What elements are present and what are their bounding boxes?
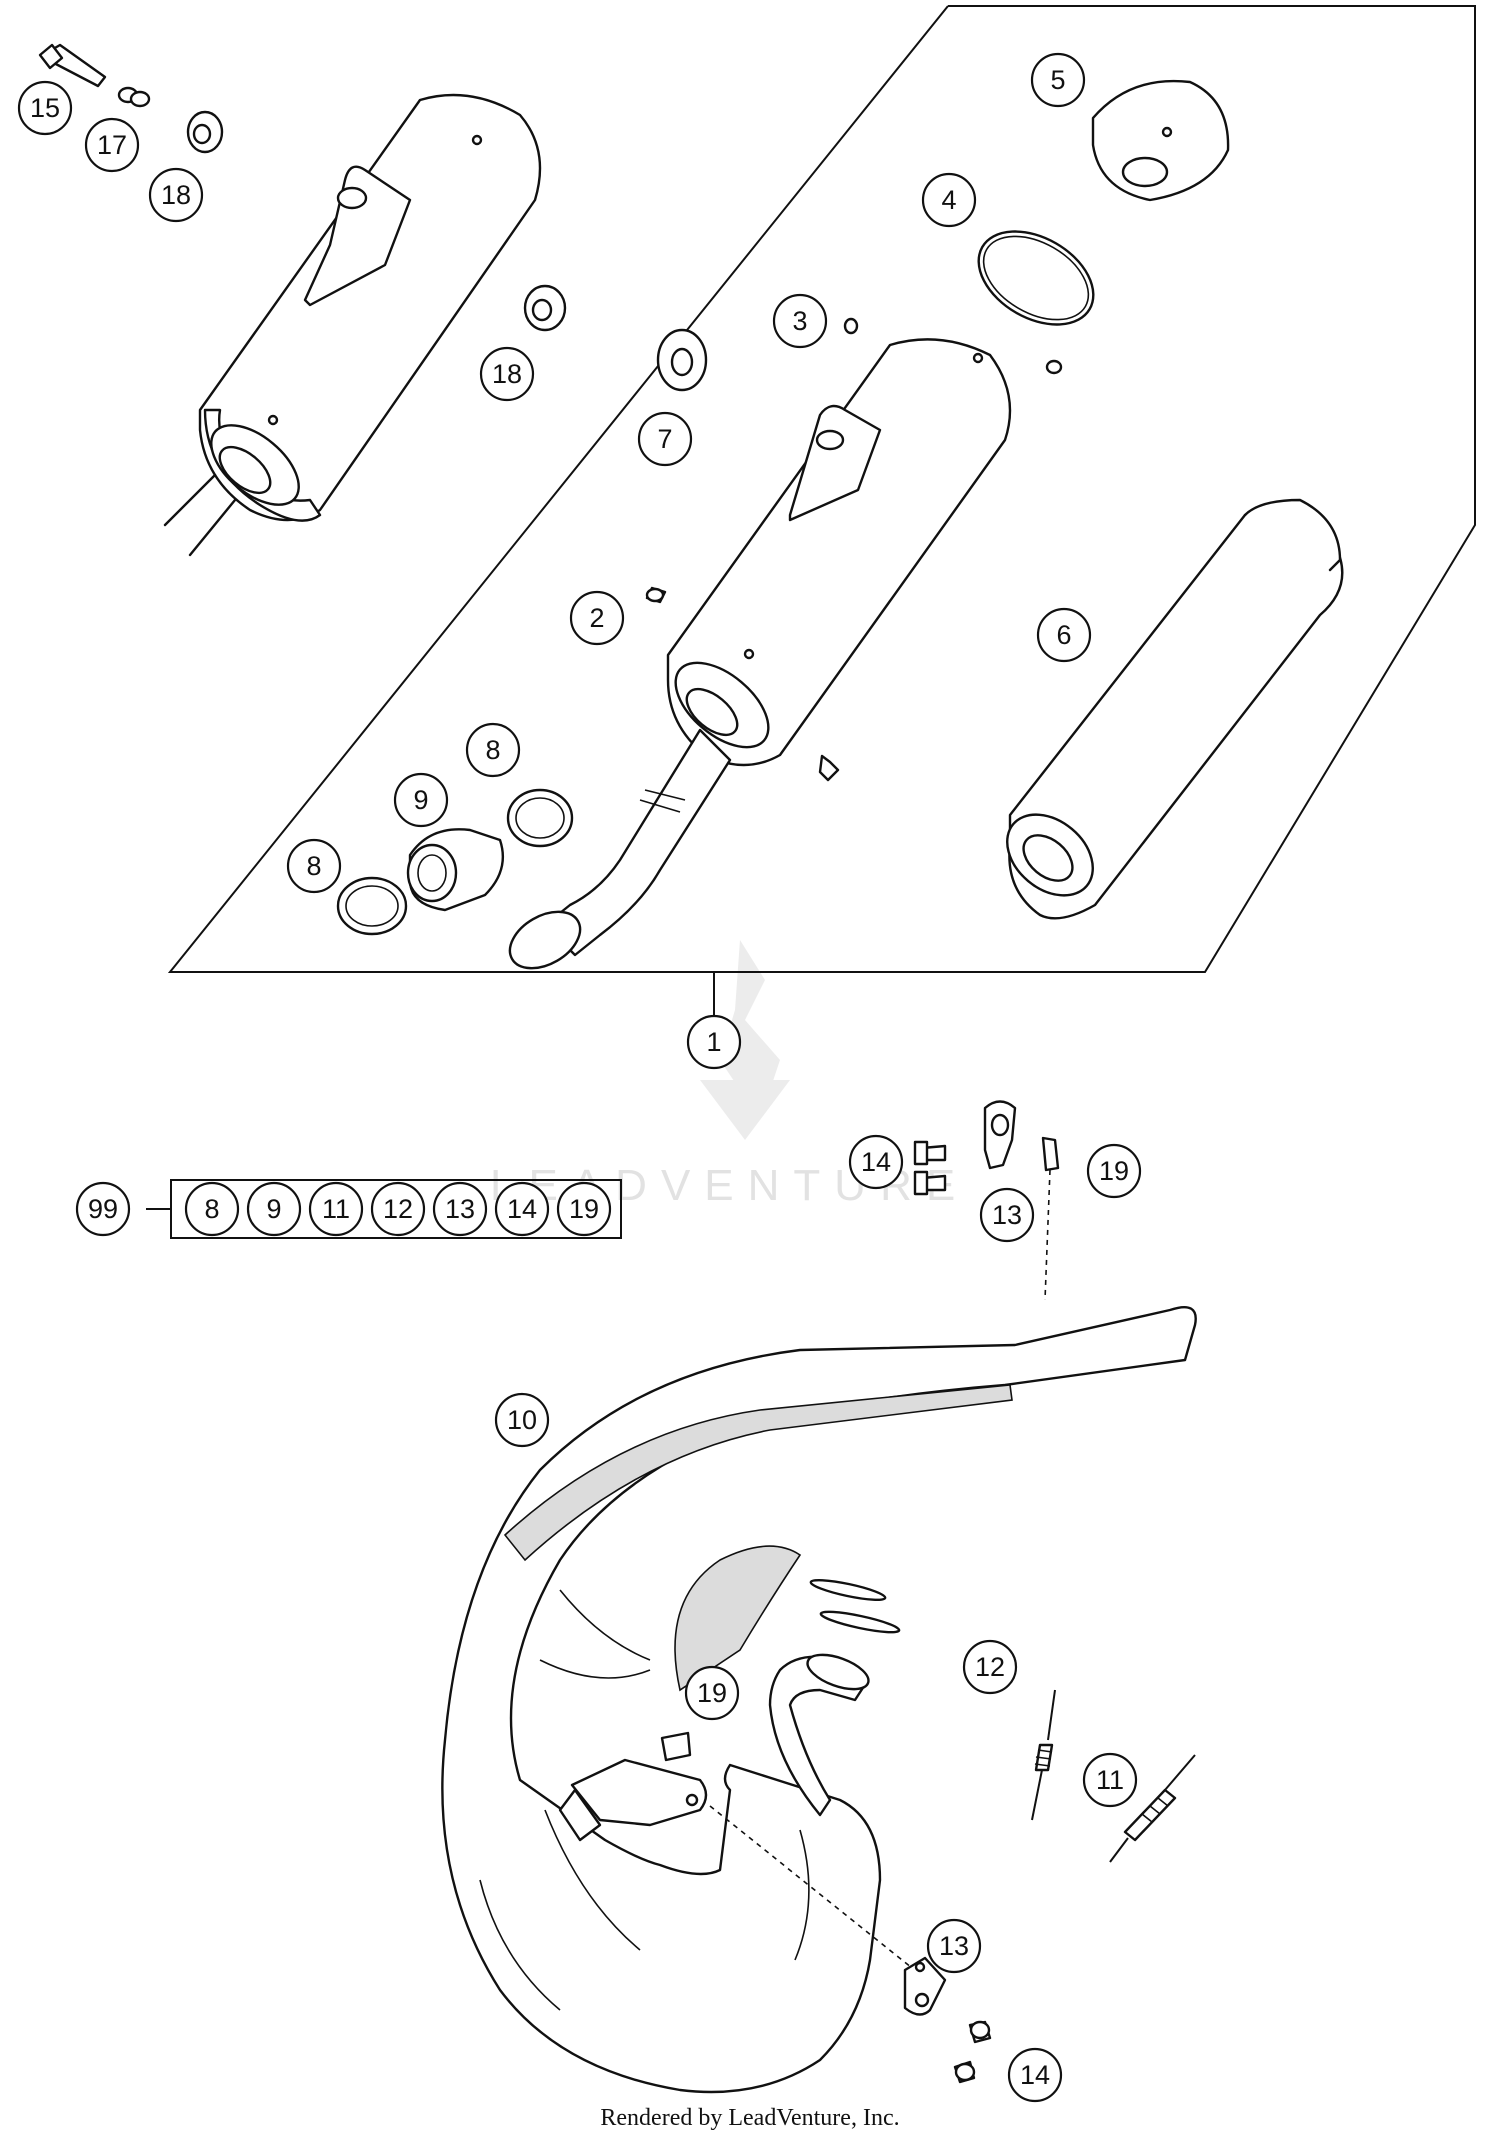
- svg-text:9: 9: [266, 1194, 281, 1224]
- end-cap-5: [1091, 79, 1230, 202]
- callout-18b: 18: [479, 346, 535, 402]
- spring-11-right: [1109, 1754, 1196, 1863]
- assembly-dash-upper: [1044, 1169, 1051, 1301]
- svg-text:19: 19: [697, 1678, 727, 1708]
- svg-text:13: 13: [445, 1194, 475, 1224]
- svg-text:14: 14: [507, 1194, 537, 1224]
- assembly-boundary: [167, 5, 1476, 973]
- callout-14a: 14: [848, 1134, 904, 1190]
- callout-17: 17: [84, 117, 140, 173]
- rivet-3: [818, 317, 1063, 782]
- svg-text:14: 14: [861, 1147, 891, 1177]
- bolt-14-lower: [953, 2020, 992, 2084]
- svg-text:1: 1: [706, 1027, 721, 1057]
- svg-text:5: 5: [1050, 65, 1065, 95]
- gasket-8-left: [336, 876, 408, 936]
- watermark-logo: [700, 940, 790, 1140]
- callout-1: 1: [686, 1014, 742, 1070]
- bolt-14-upper: [913, 1140, 947, 1196]
- assembly-dash-lower: [709, 1805, 913, 1969]
- svg-text:13: 13: [992, 1200, 1022, 1230]
- svg-text:18: 18: [492, 359, 522, 389]
- callout-19b: 19: [684, 1665, 740, 1721]
- kit-item: 19: [556, 1181, 612, 1237]
- callout-10: 10: [494, 1392, 550, 1448]
- svg-text:19: 19: [1099, 1156, 1129, 1186]
- svg-text:8: 8: [204, 1194, 219, 1224]
- svg-text:7: 7: [657, 424, 672, 454]
- o-ring-12: [809, 1578, 901, 1634]
- gasket-8-right: [506, 788, 574, 848]
- exhaust-pipe-10: [441, 1305, 1197, 2094]
- muffler-left: [163, 93, 542, 557]
- svg-text:11: 11: [322, 1194, 350, 1224]
- o-ring-4: [977, 230, 1095, 326]
- kit-item: 8: [184, 1181, 240, 1237]
- svg-text:14: 14: [1020, 2060, 1050, 2090]
- callout-12: 12: [962, 1639, 1018, 1695]
- kit-label-99: 99: [75, 1181, 131, 1237]
- svg-text:10: 10: [507, 1405, 537, 1435]
- callout-8b: 8: [465, 722, 521, 778]
- callout-11: 11: [1082, 1752, 1138, 1808]
- clip-19-upper: [1041, 1136, 1060, 1172]
- svg-text:18: 18: [161, 180, 191, 210]
- svg-text:15: 15: [30, 93, 60, 123]
- svg-text:11: 11: [1096, 1765, 1124, 1795]
- svg-text:12: 12: [975, 1652, 1005, 1682]
- callout-8a: 8: [286, 838, 342, 894]
- kit-item: 9: [246, 1181, 302, 1237]
- svg-text:8: 8: [485, 735, 500, 765]
- callout-14b: 14: [1007, 2047, 1063, 2103]
- svg-text:19: 19: [569, 1194, 599, 1224]
- silencer-6: [1006, 498, 1344, 920]
- kit-item: 14: [494, 1181, 550, 1237]
- rivet-2: [645, 586, 667, 604]
- callout-19a: 19: [1086, 1143, 1142, 1199]
- svg-text:4: 4: [941, 185, 956, 215]
- svg-text:8: 8: [306, 851, 321, 881]
- bracket-13-upper: [983, 1100, 1017, 1170]
- clip-19-lower: [660, 1731, 692, 1762]
- callout-9: 9: [393, 772, 449, 828]
- bolt-15: [38, 43, 107, 88]
- kit-item: 13: [432, 1181, 488, 1237]
- callout-13a: 13: [979, 1187, 1035, 1243]
- svg-text:99: 99: [88, 1194, 118, 1224]
- callout-6: 6: [1036, 607, 1092, 663]
- callout-2: 2: [569, 590, 625, 646]
- bracket-13-lower: [903, 1956, 947, 2016]
- svg-text:13: 13: [939, 1931, 969, 1961]
- grommet-18-top: [186, 110, 224, 154]
- muffler-center: [508, 338, 1012, 970]
- callout-5: 5: [1030, 52, 1086, 108]
- callout-18a: 18: [148, 167, 204, 223]
- svg-text:12: 12: [383, 1194, 413, 1224]
- callout-4: 4: [921, 172, 977, 228]
- svg-text:6: 6: [1056, 620, 1071, 650]
- grommet-7: [656, 328, 708, 392]
- callout-3: 3: [772, 293, 828, 349]
- footer-credit: Rendered by LeadVenture, Inc.: [600, 2105, 899, 2131]
- sleeve-9: [406, 828, 505, 912]
- svg-text:17: 17: [97, 130, 127, 160]
- grommet-18-mid: [523, 284, 567, 332]
- washer-17: [117, 86, 151, 108]
- callout-13b: 13: [926, 1918, 982, 1974]
- callout-7: 7: [637, 411, 693, 467]
- callout-15: 15: [17, 80, 73, 136]
- svg-text:3: 3: [792, 306, 807, 336]
- kit-item: 12: [370, 1181, 426, 1237]
- svg-text:2: 2: [589, 603, 604, 633]
- kit-item: 11: [308, 1181, 364, 1237]
- spring-11-left: [1031, 1689, 1056, 1821]
- svg-text:9: 9: [413, 785, 428, 815]
